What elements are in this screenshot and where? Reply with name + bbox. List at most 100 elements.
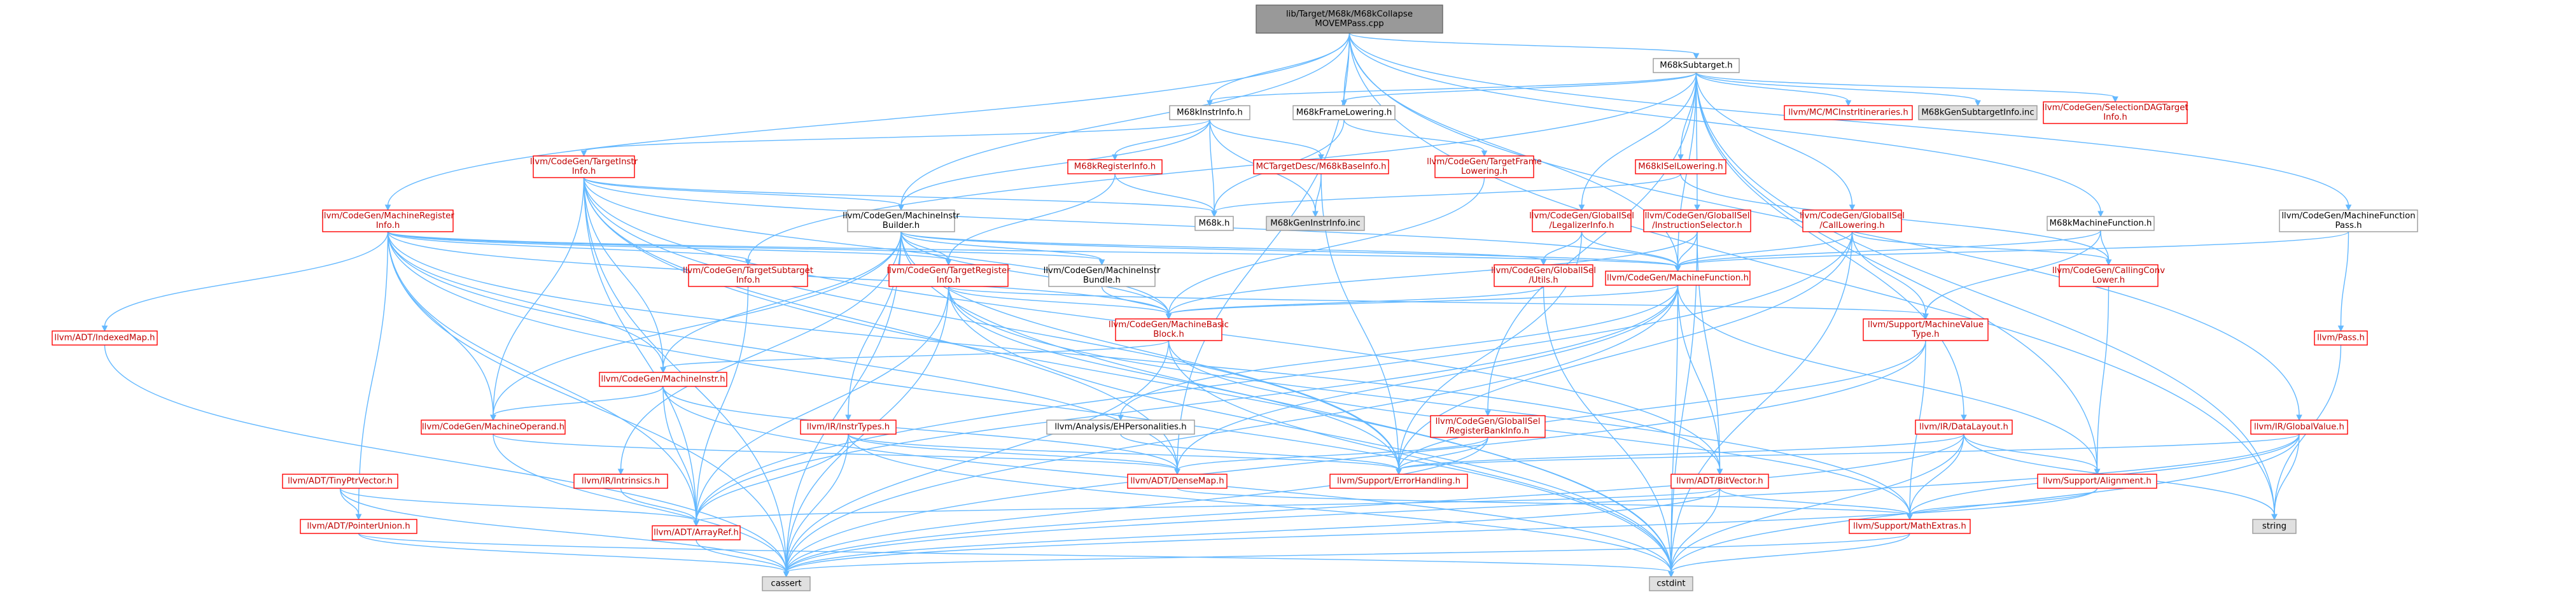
node-calllowering[interactable]: llvm/CodeGen/GlobalISel/CallLowering.h: [1800, 209, 1905, 232]
edge-arrowhead-subtarget-to-gensubtargetinfo: [1975, 100, 1981, 107]
edge-targetframelowering-to-machinebasicblock: [1168, 177, 1485, 315]
node-box-bitvector: [1670, 474, 1769, 489]
node-box-gensubtargetinfo: [1918, 105, 2038, 120]
node-label-string-line-0: string: [2262, 522, 2286, 532]
node-m68kmachinefunction[interactable]: M68kMachineFunction.h: [2047, 216, 2155, 231]
node-box-densemap: [1127, 474, 1228, 489]
edge-instrtypes-to-arrayref: [696, 433, 849, 522]
edge-machinefunction-to-densemap: [1177, 285, 1679, 470]
node-registerbankinfo[interactable]: llvm/CodeGen/GlobalISel/RegisterBankInfo…: [1430, 415, 1546, 438]
node-machineinstr[interactable]: llvm/CodeGen/MachineInstr.h: [599, 372, 727, 387]
edge-machinebasicblock-to-machineinstr: [662, 340, 1170, 369]
node-string: string: [2252, 519, 2297, 534]
node-globalvalue[interactable]: llvm/IR/GlobalValue.h: [2250, 419, 2348, 435]
node-densemap[interactable]: llvm/ADT/DenseMap.h: [1127, 474, 1228, 489]
node-box-registerinfo: [1067, 159, 1163, 174]
edge-root-to-machinefunctionpass: [1348, 32, 2349, 206]
node-label-mcinstritineraries-line-0: llvm/MC/MCInstrItineraries.h: [1788, 108, 1908, 118]
edge-targetinstrinfo-to-densemap: [583, 177, 1178, 470]
edge-pointerunion-to-cstdint: [358, 533, 1672, 573]
node-tinyptrvector[interactable]: llvm/ADT/TinyPtrVector.h: [282, 474, 398, 489]
edge-arrowhead-subtarget-to-registerbankinfo: [1485, 410, 1491, 417]
node-subtarget[interactable]: M68kSubtarget.h: [1653, 58, 1740, 73]
node-box-datalayout: [1915, 419, 2013, 435]
node-mcinstritineraries[interactable]: llvm/MC/MCInstrItineraries.h: [1784, 105, 1913, 120]
node-label-machineinstrbundle-line-1: Bundle.h: [1083, 276, 1121, 285]
edge-instrtypes-to-errorhandling: [848, 433, 1399, 470]
node-cassert: cassert: [762, 576, 811, 591]
node-globalisel_utils[interactable]: llvm/CodeGen/GlobalISel/Utils.h: [1491, 264, 1596, 287]
edge-targetregisterinfo-to-mathextras: [948, 286, 1910, 516]
node-arrayref[interactable]: llvm/ADT/ArrayRef.h: [652, 525, 741, 540]
edge-mathextras-to-cstdint: [1670, 533, 1910, 573]
edge-arrowhead-root-to-globalvalue: [2296, 414, 2302, 421]
node-box-machineinstr: [599, 372, 727, 387]
edge-machineregisterinfo-to-pointerunion: [358, 231, 389, 516]
node-legalizerinfo[interactable]: llvm/CodeGen/GlobalISel/LegalizerInfo.h: [1529, 209, 1634, 232]
node-box-geninstrinfo: [1266, 216, 1365, 231]
edge-targetregisterinfo-to-machinevaluetype: [948, 286, 1926, 315]
node-box-iselowering: [1635, 159, 1726, 174]
node-datalayout[interactable]: llvm/IR/DataLayout.h: [1915, 419, 2013, 435]
node-indexedmap[interactable]: llvm/ADT/IndexedMap.h: [52, 330, 158, 346]
edge-targetinstrinfo-to-machineinstr: [583, 177, 664, 369]
node-box-arrayref: [652, 525, 741, 540]
node-iselowering[interactable]: M68kISelLowering.h: [1635, 159, 1726, 174]
node-framelowering[interactable]: M68kFrameLowering.h: [1292, 105, 1396, 120]
node-mathextras[interactable]: llvm/Support/MathExtras.h: [1849, 519, 1971, 534]
edge-machineinstr-to-machineoperand: [493, 386, 664, 416]
node-bitvector[interactable]: llvm/ADT/BitVector.h: [1670, 474, 1769, 489]
node-label-cassert-line-0: cassert: [771, 579, 801, 589]
edge-subtarget-to-instrinfo: [1209, 72, 1697, 102]
edge-machineregisterinfo-to-machinefunction: [387, 231, 1679, 267]
edge-alignment-to-mathextras: [1909, 488, 2098, 516]
node-intrinsics[interactable]: llvm/IR/Intrinsics.h: [573, 474, 668, 489]
edge-arrayref-to-cassert: [696, 539, 787, 573]
node-instrinfo[interactable]: M68kInstrInfo.h: [1169, 105, 1250, 120]
edge-machineinstrbuilder-to-cassert: [785, 231, 902, 573]
node-box-pointerunion: [300, 519, 417, 534]
edge-machineinstrbuilder-to-machinebasicblock: [900, 231, 1170, 315]
edge-instructionselector-to-bitvector: [1697, 231, 1721, 470]
node-box-m68k: [1194, 216, 1234, 231]
node-geninstrinfo: M68kGenInstrInfo.inc: [1266, 216, 1365, 231]
node-errorhandling[interactable]: llvm/Support/ErrorHandling.h: [1329, 474, 1468, 489]
node-registerinfo[interactable]: M68kRegisterInfo.h: [1067, 159, 1163, 174]
node-instrtypes[interactable]: llvm/IR/InstrTypes.h: [800, 419, 897, 435]
edge-machineinstrbuilder-to-machinefunction: [900, 231, 1679, 267]
node-label-alignment-line-0: llvm/Support/Alignment.h: [2043, 477, 2152, 486]
edge-machineinstr-to-densemap: [662, 386, 1178, 470]
edge-calllowering-to-cstdint: [1670, 231, 1853, 573]
node-pass[interactable]: llvm/Pass.h: [2314, 330, 2368, 346]
edge-instrtypes-to-cstdint: [848, 433, 1672, 573]
node-label-targetinstrinfo-line-0: llvm/CodeGen/TargetInstr: [530, 157, 638, 167]
edge-arrowhead-globalvalue-to-string: [2271, 514, 2278, 521]
node-mctargetdesc[interactable]: MCTargetDesc/M68kBaseInfo.h: [1253, 159, 1389, 174]
node-alignment[interactable]: llvm/Support/Alignment.h: [2037, 474, 2157, 489]
node-label-ehpersonalities-line-0: llvm/Analysis/EHPersonalities.h: [1054, 423, 1186, 432]
node-machineoperand[interactable]: llvm/CodeGen/MachineOperand.h: [421, 419, 566, 435]
edge-arrowhead-registerbankinfo-to-densemap: [1174, 469, 1180, 476]
edge-machineinstrbuilder-to-intrinsics: [620, 231, 902, 470]
node-label-intrinsics-line-0: llvm/IR/Intrinsics.h: [582, 477, 660, 486]
node-m68k[interactable]: M68k.h: [1194, 216, 1234, 231]
node-label-datalayout-line-0: llvm/IR/DataLayout.h: [1919, 423, 2008, 432]
node-label-selectiondagtargetinfo-line-0: llvm/CodeGen/SelectionDAGTarget: [2042, 103, 2188, 113]
node-label-root-line-0: lib/Target/M68k/M68kCollapse: [1286, 10, 1413, 19]
node-ehpersonalities[interactable]: llvm/Analysis/EHPersonalities.h: [1046, 419, 1195, 435]
node-machinefunction[interactable]: llvm/CodeGen/MachineFunction.h: [1605, 271, 1751, 286]
node-instructionselector[interactable]: llvm/CodeGen/GlobalISel/InstructionSelec…: [1643, 209, 1751, 232]
node-pointerunion[interactable]: llvm/ADT/PointerUnion.h: [300, 519, 417, 534]
